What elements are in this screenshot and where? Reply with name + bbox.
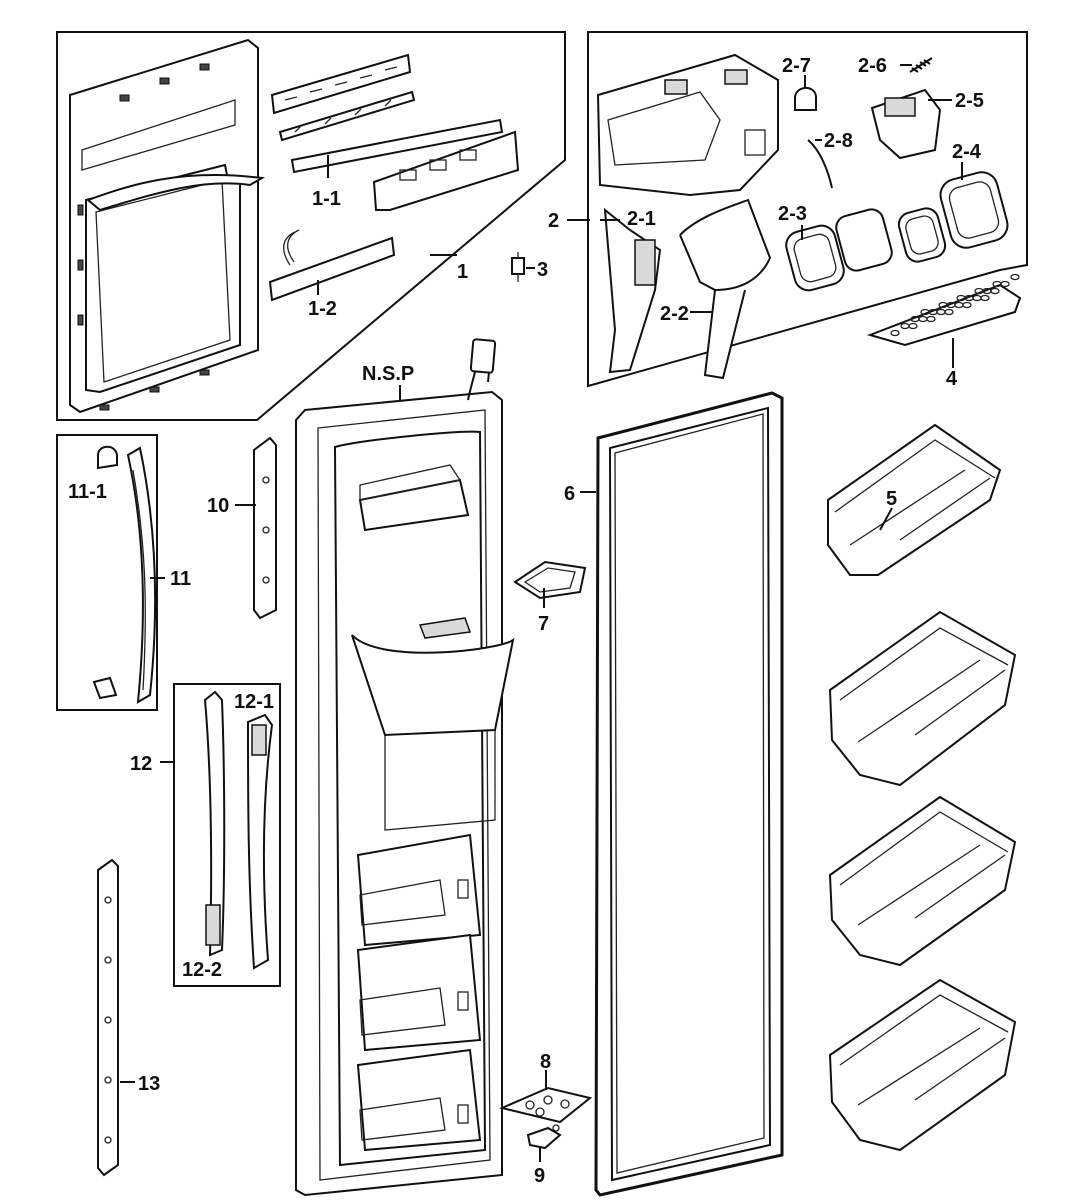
label-2-7: 2-7: [782, 55, 811, 77]
motor-part: [870, 88, 942, 160]
flapper-part: [603, 207, 662, 374]
label-2-5: 2-5: [955, 90, 984, 112]
connector-part: [511, 252, 525, 282]
door-shelf-2: [828, 610, 1017, 787]
label-5: 5: [886, 488, 897, 510]
door-shelf-4: [828, 978, 1017, 1152]
tray-hole: [956, 294, 966, 302]
callout-labels: 1 1-1 1-2 3 2 2-1 2-2 2-3 2-4 2-5 2-6 2-…: [68, 55, 984, 1187]
label-1-1: 1-1: [312, 188, 341, 210]
handle-part-11: [126, 446, 157, 704]
tray-hole: [938, 301, 948, 309]
drip-tray-part: [866, 273, 1022, 347]
handle-clip-top: [97, 445, 118, 470]
door-bin-2: [356, 933, 482, 1052]
label-7: 7: [538, 613, 549, 635]
label-nsp: N.S.P: [362, 363, 414, 385]
tray-hole: [1000, 280, 1010, 288]
handle-bracket-12-2: [203, 690, 226, 957]
door-shelf-1: [827, 423, 1002, 576]
label-2-2: 2-2: [660, 303, 689, 325]
label-12: 12: [130, 753, 152, 775]
label-9: 9: [534, 1165, 545, 1187]
tray-hole: [1010, 273, 1020, 281]
rail-part-13: [97, 858, 119, 1177]
ice-chute-housing-part: [596, 53, 779, 197]
seal-ring-medium-part: [897, 207, 947, 263]
label-12-2: 12-2: [182, 959, 222, 981]
hinge-part: [526, 1124, 562, 1150]
leader-lines: [120, 64, 963, 1162]
trim-part-10: [253, 436, 277, 620]
label-2-4: 2-4: [952, 141, 982, 163]
handle-12-box: [173, 683, 281, 987]
handle-bracket-12-1: [246, 713, 274, 970]
seal-ring-small-part: [785, 224, 845, 292]
tray-hole: [900, 322, 910, 330]
control-panel-part: [270, 53, 520, 211]
door-gasket-part: [594, 391, 784, 1197]
label-2-6: 2-6: [858, 55, 887, 77]
tray-hole: [992, 280, 1002, 288]
label-4: 4: [946, 368, 958, 390]
clip-part: [794, 87, 817, 111]
label-1-2: 1-2: [308, 298, 337, 320]
seal-pad-part: [835, 208, 893, 272]
label-2-1: 2-1: [627, 208, 656, 230]
label-2-8: 2-8: [824, 130, 853, 152]
spring-part: [909, 57, 933, 73]
panel-1-box: [56, 31, 566, 421]
label-2: 2: [548, 210, 559, 232]
tray-hole: [974, 287, 984, 295]
label-11-1: 11-1: [68, 481, 107, 503]
door-shelf-3: [828, 795, 1017, 967]
door-bin-3: [356, 1048, 482, 1152]
label-2-3: 2-3: [778, 203, 807, 225]
seal-ring-large-part: [939, 171, 1009, 249]
wire-part: [807, 139, 833, 189]
tray-hole: [910, 315, 920, 323]
handle-11-box: [56, 434, 158, 711]
label-13: 13: [138, 1073, 160, 1095]
chute-guide-part: [679, 198, 772, 380]
label-12-1: 12-1: [234, 691, 274, 713]
label-6: 6: [564, 483, 575, 505]
door-bin-1: [356, 833, 482, 947]
plate-part: [498, 1086, 593, 1124]
tray-hole: [920, 308, 930, 316]
label-8: 8: [540, 1051, 551, 1073]
door-liner-part: [295, 338, 515, 1197]
sensor-strip-part: [268, 229, 396, 302]
label-10: 10: [207, 495, 229, 517]
drip-cover-part: [513, 560, 587, 600]
label-1: 1: [457, 261, 468, 283]
tray-hole: [890, 329, 900, 337]
dispenser-cover-part: [69, 38, 266, 414]
panel-2-box: [587, 31, 1028, 388]
handle-clip-bottom: [92, 676, 118, 700]
label-3: 3: [537, 259, 548, 281]
label-11: 11: [170, 568, 191, 590]
